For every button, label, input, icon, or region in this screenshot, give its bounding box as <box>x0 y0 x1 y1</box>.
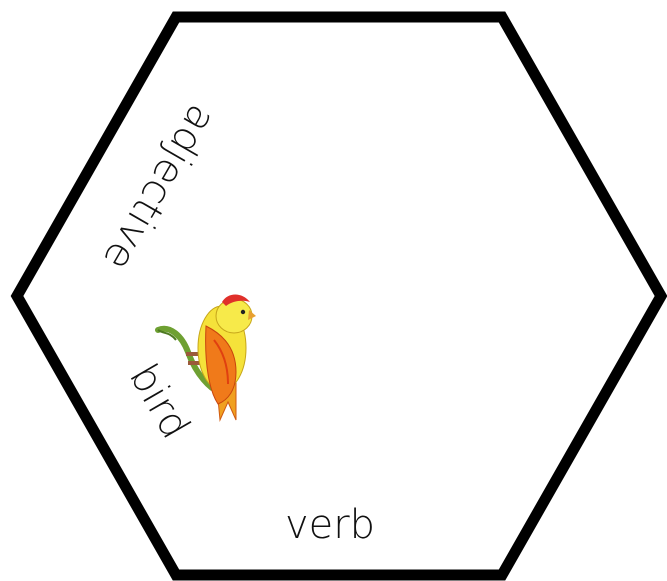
label-verb: verb <box>285 502 375 548</box>
hexagon-outline <box>17 17 661 575</box>
